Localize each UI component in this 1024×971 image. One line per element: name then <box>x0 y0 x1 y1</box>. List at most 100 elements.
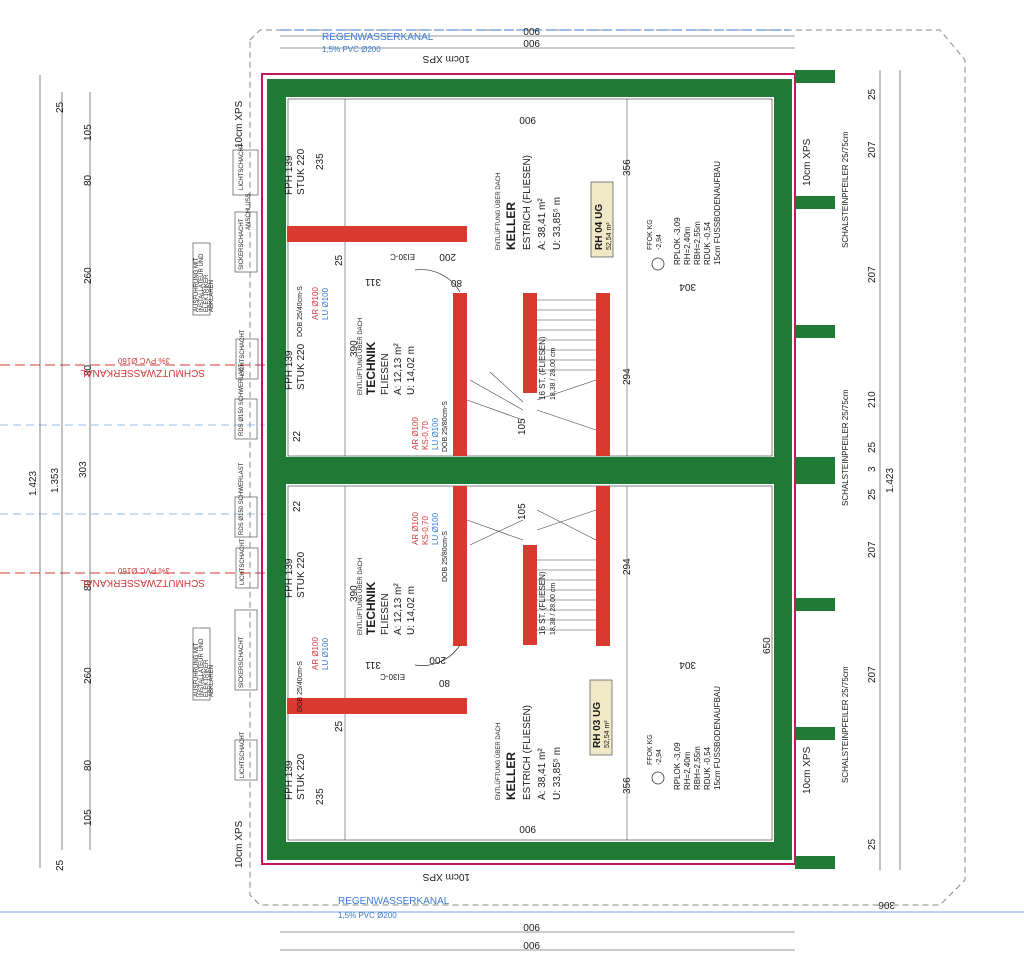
insulation-bottom: 10cm XPS <box>422 871 470 882</box>
dim-right-207b: 207 <box>867 266 878 283</box>
keller-top-name: KELLER <box>504 202 518 250</box>
stairs-bottom-105: 105 <box>517 503 528 520</box>
level-bottom-rduk: RDUK -0,54 <box>703 746 712 790</box>
level-top-rh: RH=2,40m <box>683 226 692 265</box>
partition-h-top <box>287 226 467 242</box>
keller-bottom-name: KELLER <box>504 752 518 800</box>
room-bottom-height: 356 <box>622 777 633 794</box>
technik-top-vent: ENTLÜFTUNG ÜBER DACH <box>357 318 364 395</box>
dim-right-3: 3 <box>867 466 878 472</box>
keller-bottom-area: A: 38,41 m² <box>537 748 548 800</box>
stair-treads-bottom <box>466 509 597 631</box>
technik-bottom-vent: ENTLÜFTUNG ÜBER DACH <box>357 558 364 635</box>
unit-top-area: 52,54 m² <box>606 222 613 250</box>
drain-note-2: RDS Ø150 SCHWERLAST <box>239 462 245 535</box>
connection-label: ANSCHLUSS <box>246 193 252 230</box>
fph-top-2: FPH 139 <box>284 350 295 390</box>
schacht-label-2: LICHTSCHACHT <box>240 329 246 376</box>
stuk-top-2: STUK 220 <box>296 343 307 390</box>
partition-h-bottom <box>287 698 467 714</box>
keller-bottom-finish: ESTRICH (FLIESEN) <box>522 705 533 800</box>
insulation-right-top: 10cm XPS <box>802 138 813 186</box>
dim-top-235: 235 <box>315 153 326 170</box>
sewer-pipe-1: 3% PVC Ø160 <box>117 356 170 365</box>
technik-bottom-area: A: 12,13 m² <box>393 583 404 635</box>
dim-right-25d: 25 <box>867 838 878 850</box>
insulation-top: 10cm XPS <box>422 53 470 64</box>
dim-left-260b: 260 <box>83 667 94 684</box>
unit-badge-top <box>590 181 614 258</box>
dob-large-top: DOB 25/80cm-S <box>442 401 449 452</box>
unit-bottom-label: RH 03 UG <box>592 702 603 748</box>
dim-left-inner: 1.353 <box>50 468 61 493</box>
insulation-left-top: 10cm XPS <box>234 100 245 148</box>
elec-note-top-1: INSTALLATEUR UND <box>199 253 205 312</box>
technik-top-w: 311 <box>365 276 381 287</box>
pillar-label-2: SCHALSTEINPFEILER 25/75cm <box>841 389 850 506</box>
partition-v-4 <box>523 545 537 645</box>
keller-top-area: A: 38,41 m² <box>537 198 548 250</box>
schacht-boxes <box>192 149 259 781</box>
dim-right-207d: 207 <box>867 666 878 683</box>
ar-top: AR Ø100 <box>311 287 320 320</box>
level-top-rduk: RDUK -0,54 <box>703 221 712 265</box>
drain-bottom-pipe: 1,5% PVC Ø200 <box>338 911 397 920</box>
level-top-rplok: RPLOK -3,09 <box>673 217 682 265</box>
ar-top-2: AR Ø100 <box>411 417 420 450</box>
dim-bottom-outer: 900 <box>523 921 540 932</box>
sewer-label-1: SCHMUTZWASSERKANAL <box>80 367 205 378</box>
interior-line-bottom <box>287 485 773 841</box>
keller-top-finish: ESTRICH (FLIESEN) <box>522 155 533 250</box>
level-bottom-rplok: RPLOK -3,09 <box>673 742 682 790</box>
dim-bottom-235: 235 <box>315 788 326 805</box>
dob-small-top: DOB 25/40cm-S <box>297 286 304 337</box>
room-top-height: 356 <box>622 159 633 176</box>
stairs-bottom-rise: 18,38 / 28,00 cm <box>550 583 557 635</box>
keller-bottom-perim: U: 33,85⁵ m <box>552 747 563 800</box>
unit-bottom-area: 52,54 m² <box>604 720 611 748</box>
dim-top-inner: 900 <box>523 37 540 48</box>
door-top-80: 80 <box>450 277 462 288</box>
elec-note-top-0: AUSFÜHRUNG MIT <box>193 257 200 312</box>
level-bottom-rh: RH=2,40m <box>683 751 692 790</box>
stair-treads-top <box>466 299 597 431</box>
pillar-label-1: SCHALSTEINPFEILER 25/75cm <box>841 131 850 248</box>
unit-top-label: RH 04 UG <box>594 204 605 250</box>
stuk-bottom-1: STUK 220 <box>296 551 307 598</box>
drain-bottom-name: REGENWASSERKANAL <box>338 896 450 907</box>
stairs-top-rise: 18,38 / 28,00 cm <box>550 348 557 400</box>
level-top-rbh: RBH=2,55m <box>693 221 702 265</box>
dim-left-25b: 25 <box>55 859 66 871</box>
dim-right-total: 1.423 <box>885 468 896 493</box>
partition-v-1 <box>453 293 467 456</box>
keller-top-vent: ENTLÜFTUNG ÜBER DACH <box>495 173 502 250</box>
lu-bottom-2: LU Ø100 <box>431 512 440 545</box>
sewer-label-2: SCHMUTZWASSERKANAL <box>80 577 205 588</box>
dim-top-outer: 900 <box>523 25 540 36</box>
dob-small-bottom: DOB 25/40cm-S <box>297 661 304 712</box>
wall-top-22: 22 <box>292 430 303 442</box>
fph-bottom-1: FPH 139 <box>284 558 295 598</box>
lu-top-2: LU Ø100 <box>431 417 440 450</box>
door-bottom-200: 200 <box>429 654 446 665</box>
insulation-left-bottom: 10cm XPS <box>234 820 245 868</box>
level-marker-top <box>651 257 665 271</box>
partition-v-3 <box>523 293 537 393</box>
dim-left-260: 260 <box>83 267 94 284</box>
dim-right-25a: 25 <box>867 88 878 100</box>
stuk-top-1: STUK 220 <box>296 148 307 195</box>
split-bottom-304: 304 <box>679 659 696 670</box>
sewer-pipe-2: 3% PVC Ø160 <box>117 566 170 575</box>
wall-bottom-22: 22 <box>292 500 303 512</box>
inner-650: 650 <box>762 637 773 654</box>
keller-top-perim: U: 33,85⁵ m <box>552 197 563 250</box>
technik-top-finish: FLIESEN <box>380 353 391 395</box>
dim-right-side: 306 <box>878 899 895 910</box>
level-bottom-ffok: FFOK KG <box>647 734 654 765</box>
elec-note-bottom-0: AUSFÜHRUNG MIT <box>193 642 200 697</box>
door-swing-top <box>414 269 461 293</box>
schacht-label-4: LICHTSCHACHT <box>240 731 246 778</box>
pillar-label-3: SCHALSTEINPFEILER 25/75cm <box>841 666 850 783</box>
level-top-ffok-val: -2,94 <box>656 234 663 250</box>
